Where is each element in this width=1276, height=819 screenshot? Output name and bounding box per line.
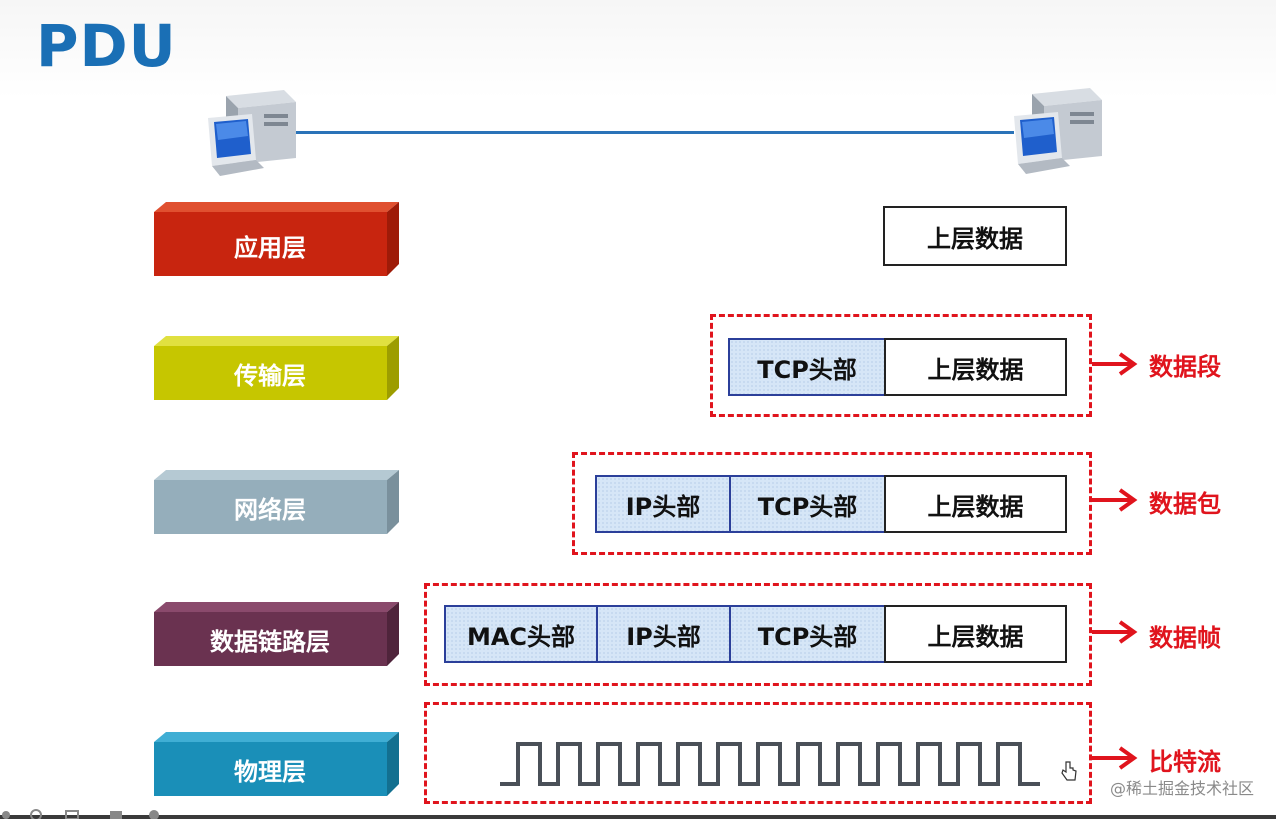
frame-row: MAC头部 IP头部 TCP头部 上层数据 <box>444 605 1067 663</box>
layer-application: 应用层 <box>154 202 399 276</box>
packet-dashed-box <box>572 452 1092 555</box>
layer-transport: 传输层 <box>154 336 399 410</box>
pdu-packet-label: 数据包 <box>1149 490 1221 518</box>
watermark: @稀土掘金技术社区 <box>1109 779 1254 798</box>
tcp-header-cell: TCP头部 <box>729 475 884 533</box>
network-link-line <box>296 131 1014 134</box>
layer-label: 物理层 <box>234 757 306 786</box>
mac-header-cell: MAC头部 <box>444 605 596 663</box>
toolbar-icon <box>110 811 122 819</box>
upper-data-cell: 上层数据 <box>884 605 1067 663</box>
bitstream-dashed-box <box>424 702 1092 804</box>
pdu-bitstream-label: 比特流 <box>1149 748 1221 776</box>
toolbar-icon <box>2 811 10 819</box>
pdu-frame-label: 数据帧 <box>1149 624 1221 652</box>
segment-dashed-box <box>710 314 1092 417</box>
frame-dashed-box <box>424 583 1092 686</box>
arrow-right-icon <box>1092 746 1138 770</box>
toolbar-icon <box>30 809 42 819</box>
tcp-header-cell: TCP头部 <box>729 605 884 663</box>
layer-datalink: 数据链路层 <box>154 602 399 676</box>
computer-right-icon <box>1012 86 1104 182</box>
slide-title: PDU <box>36 12 177 80</box>
upper-data-cell: 上层数据 <box>884 338 1067 396</box>
arrow-right-icon <box>1092 352 1138 376</box>
packet-row: IP头部 TCP头部 上层数据 <box>595 475 1067 533</box>
layer-label: 网络层 <box>234 495 306 524</box>
arrow-right-icon <box>1092 488 1138 512</box>
upper-data-cell: 上层数据 <box>883 206 1067 266</box>
segment-row: TCP头部 上层数据 <box>728 338 1067 396</box>
toolbar-icon <box>149 810 159 819</box>
square-wave-signal <box>500 742 1040 786</box>
toolbar-icon <box>65 810 79 819</box>
layer-physical: 物理层 <box>154 732 399 806</box>
arrow-right-icon <box>1092 620 1138 644</box>
layer-label: 应用层 <box>234 233 306 262</box>
ip-header-cell: IP头部 <box>596 605 729 663</box>
upper-data-cell: 上层数据 <box>884 475 1067 533</box>
computer-left-icon <box>206 88 298 184</box>
ip-header-cell: IP头部 <box>595 475 729 533</box>
layer-label: 传输层 <box>234 361 306 390</box>
hand-cursor-icon <box>1061 761 1077 781</box>
layer-network: 网络层 <box>154 470 399 544</box>
tcp-header-cell: TCP头部 <box>728 338 884 396</box>
application-data-row: 上层数据 <box>883 206 1067 266</box>
player-toolbar <box>0 809 1276 819</box>
pdu-segment-label: 数据段 <box>1149 353 1221 381</box>
layer-label: 数据链路层 <box>210 627 330 656</box>
